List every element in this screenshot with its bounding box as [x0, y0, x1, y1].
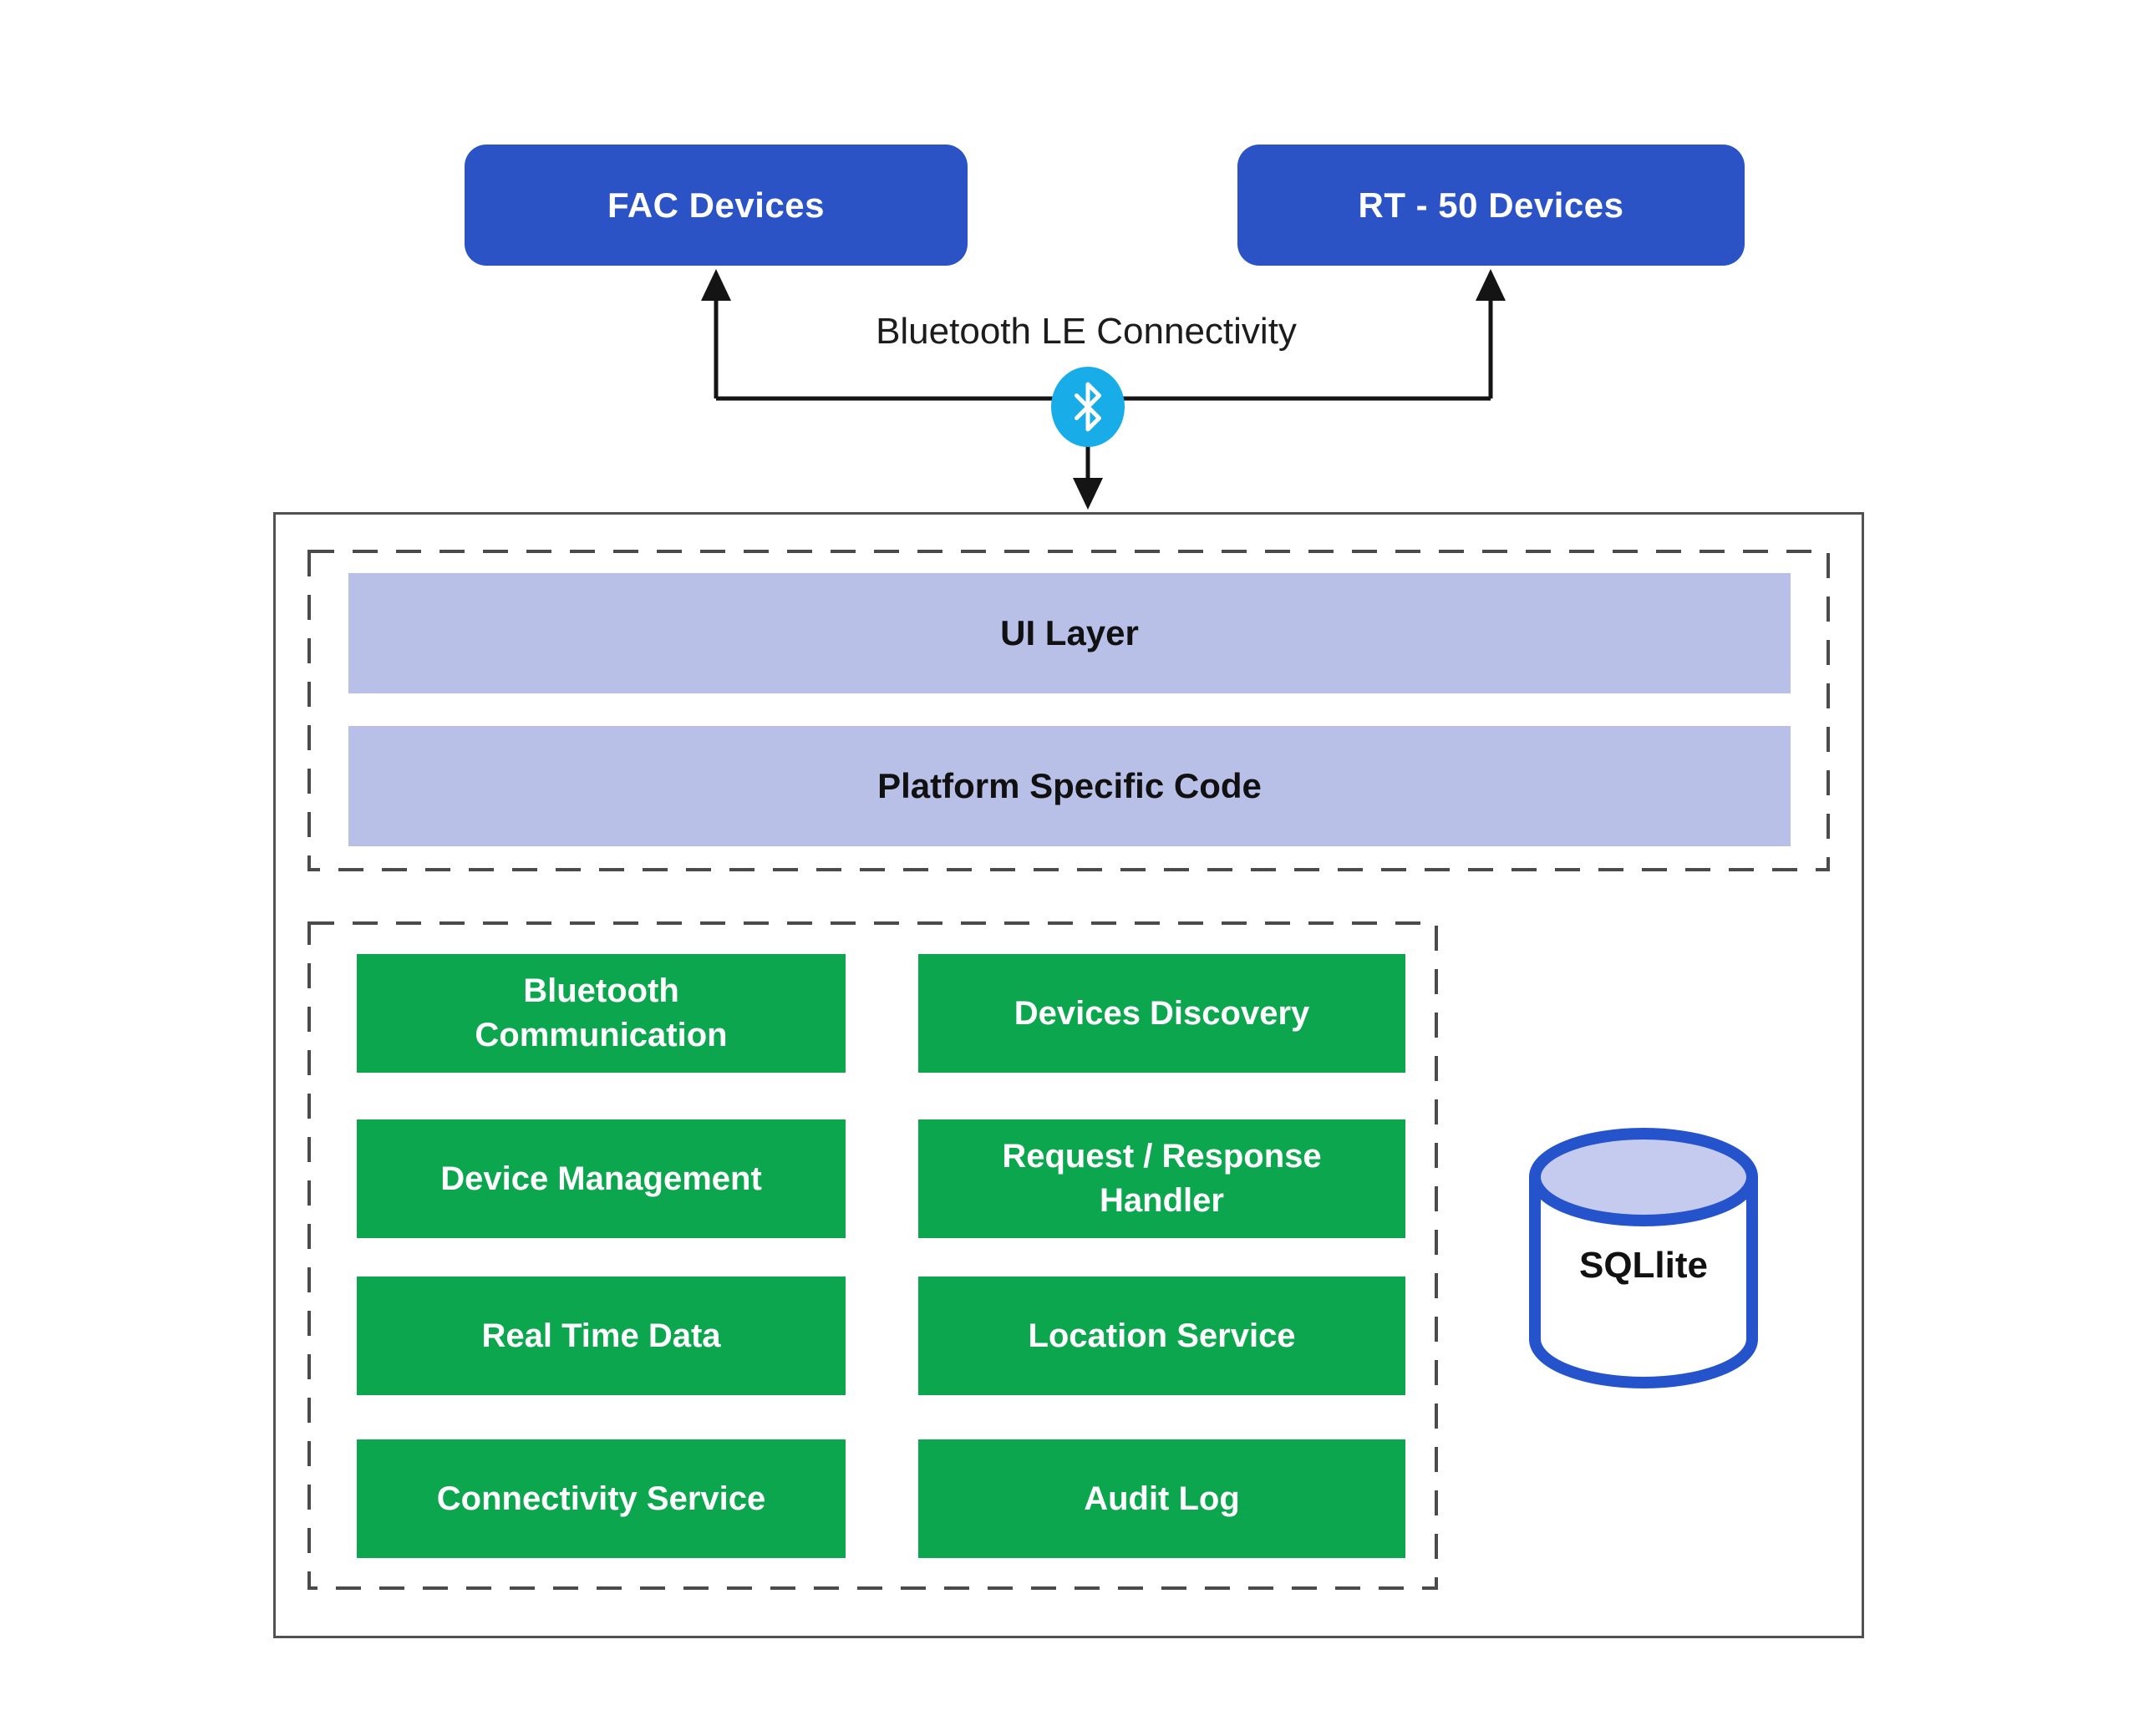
rt-50-devices-label: RT - 50 Devices: [1358, 185, 1624, 225]
service-label: Audit Log: [1084, 1480, 1240, 1517]
service-box-location-service: Location Service: [918, 1277, 1405, 1395]
bluetooth-rune: [1075, 382, 1101, 432]
service-box-device-management: Device Management: [357, 1119, 846, 1238]
service-box-connectivity-service: Connectivity Service: [357, 1439, 846, 1558]
left-up-arrowhead: [701, 269, 731, 301]
sqlite-label: SQLlite: [1578, 1245, 1709, 1286]
ui-layer-label: UI Layer: [1000, 613, 1139, 652]
service-label: Location Service: [1028, 1317, 1296, 1354]
service-box-bluetooth-communication: Bluetooth Communication: [357, 954, 846, 1073]
bluetooth-icon-circle: [1051, 367, 1125, 447]
rt-50-devices-box: RT - 50 Devices: [1237, 145, 1745, 266]
down-arrowhead: [1073, 478, 1103, 510]
service-box-request-response-handler: Request / Response Handler: [918, 1119, 1405, 1238]
bluetooth-le-connectivity-label: Bluetooth LE Connectivity: [876, 311, 1297, 352]
service-label: Request / Response Handler: [1002, 1138, 1322, 1219]
service-label: Bluetooth Communication: [475, 972, 728, 1053]
service-label: Connectivity Service: [436, 1480, 766, 1517]
platform-specific-code-label: Platform Specific Code: [877, 766, 1262, 805]
service-label: Devices Discovery: [1014, 994, 1310, 1032]
ui-layer-bar: UI Layer: [348, 573, 1791, 693]
right-up-arrowhead: [1476, 269, 1506, 301]
service-label: Real Time Data: [481, 1317, 721, 1354]
platform-specific-code-bar: Platform Specific Code: [348, 726, 1791, 846]
service-box-audit-log: Audit Log: [918, 1439, 1405, 1558]
fac-devices-label: FAC Devices: [607, 185, 825, 225]
service-box-real-time-data: Real Time Data: [357, 1277, 846, 1395]
service-label: Device Management: [440, 1160, 762, 1197]
bluetooth-icon: [1051, 367, 1125, 447]
fac-devices-box: FAC Devices: [465, 145, 968, 266]
service-box-devices-discovery: Devices Discovery: [918, 954, 1405, 1073]
